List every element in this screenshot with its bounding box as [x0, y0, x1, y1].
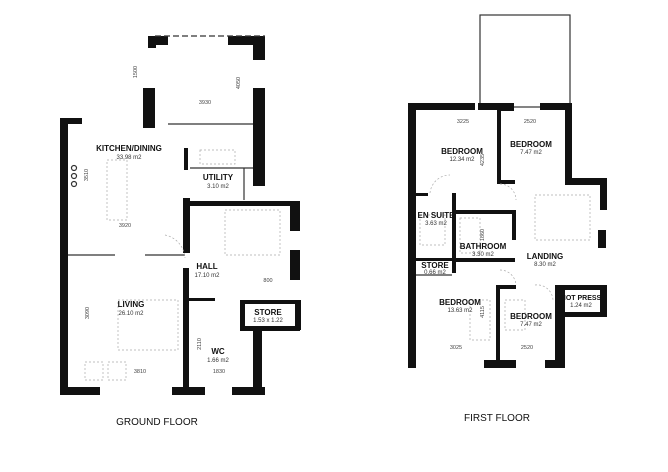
room-area-bedroom-3: 13.63 m2 — [447, 308, 473, 314]
room-name-utility: UTILITY — [203, 173, 234, 182]
dimension: 3225 — [457, 119, 469, 125]
dimension: 1500 — [133, 66, 139, 78]
dimension: 1860 — [480, 229, 486, 241]
room-name-wc: WC — [211, 347, 225, 356]
ground-floor-fixtures — [68, 35, 281, 381]
dimension: 2520 — [521, 345, 533, 351]
dimension: 3810 — [134, 369, 146, 375]
room-name-hot-press: HOT PRESS — [561, 295, 602, 302]
room-area-wc: 1.66 m2 — [207, 358, 229, 364]
room-name-bathroom: BATHROOM — [460, 242, 507, 251]
room-name-en-suite: EN SUITE — [418, 211, 456, 220]
room-name-bedroom-3: BEDROOM — [439, 298, 481, 307]
room-name-store: STORE — [254, 308, 282, 317]
room-area-bedroom-4: 7.47 m2 — [520, 322, 542, 328]
room-area-hot-press: 1.24 m2 — [570, 303, 592, 309]
dimension: 4235 — [480, 154, 486, 166]
room-name-kitchen-dining: KITCHEN/DINING — [96, 144, 162, 153]
dimension: 3930 — [199, 100, 211, 106]
first-floor-walls — [408, 14, 607, 368]
room-area-living: 26.10 m2 — [118, 311, 144, 317]
dimension: 3025 — [450, 345, 462, 351]
room-name-store: STORE — [421, 261, 449, 270]
first-floor-caption: FIRST FLOOR — [464, 413, 530, 424]
room-area-bathroom: 3.30 m2 — [472, 252, 494, 258]
room-area-hall: 17.10 m2 — [194, 273, 220, 279]
dimension: 4115 — [480, 306, 486, 318]
dimension: 800 — [263, 278, 272, 284]
room-area-store: 0.66 m2 — [424, 270, 446, 276]
room-name-bedroom-2: BEDROOM — [510, 140, 552, 149]
dimension: 2520 — [524, 119, 536, 125]
dimension: 2110 — [197, 338, 203, 350]
ground-floor-caption: GROUND FLOOR — [116, 417, 198, 428]
room-area-bedroom-2: 7.47 m2 — [520, 150, 542, 156]
dimension: 3920 — [119, 223, 131, 229]
room-area-landing: 8.30 m2 — [534, 262, 556, 268]
first-floor-fixtures — [416, 174, 591, 341]
room-name-living: LIVING — [118, 300, 145, 309]
room-name-bedroom-4: BEDROOM — [510, 312, 552, 321]
dimension: 3090 — [85, 307, 91, 319]
dimension: 1830 — [213, 369, 225, 375]
room-area-store: 1.53 x 1.22 — [253, 318, 283, 324]
room-area-utility: 3.10 m2 — [207, 184, 229, 190]
dimension: 4050 — [236, 77, 242, 89]
room-name-landing: LANDING — [527, 252, 563, 261]
ground-floor-walls — [60, 36, 301, 395]
room-name-bedroom-1: BEDROOM — [441, 147, 483, 156]
room-area-en-suite: 3.63 m2 — [425, 221, 447, 227]
dimension: 3510 — [84, 169, 90, 181]
room-area-kitchen-dining: 33.98 m2 — [116, 155, 142, 161]
room-name-hall: HALL — [196, 262, 217, 271]
room-area-bedroom-1: 12.34 m2 — [449, 157, 475, 163]
